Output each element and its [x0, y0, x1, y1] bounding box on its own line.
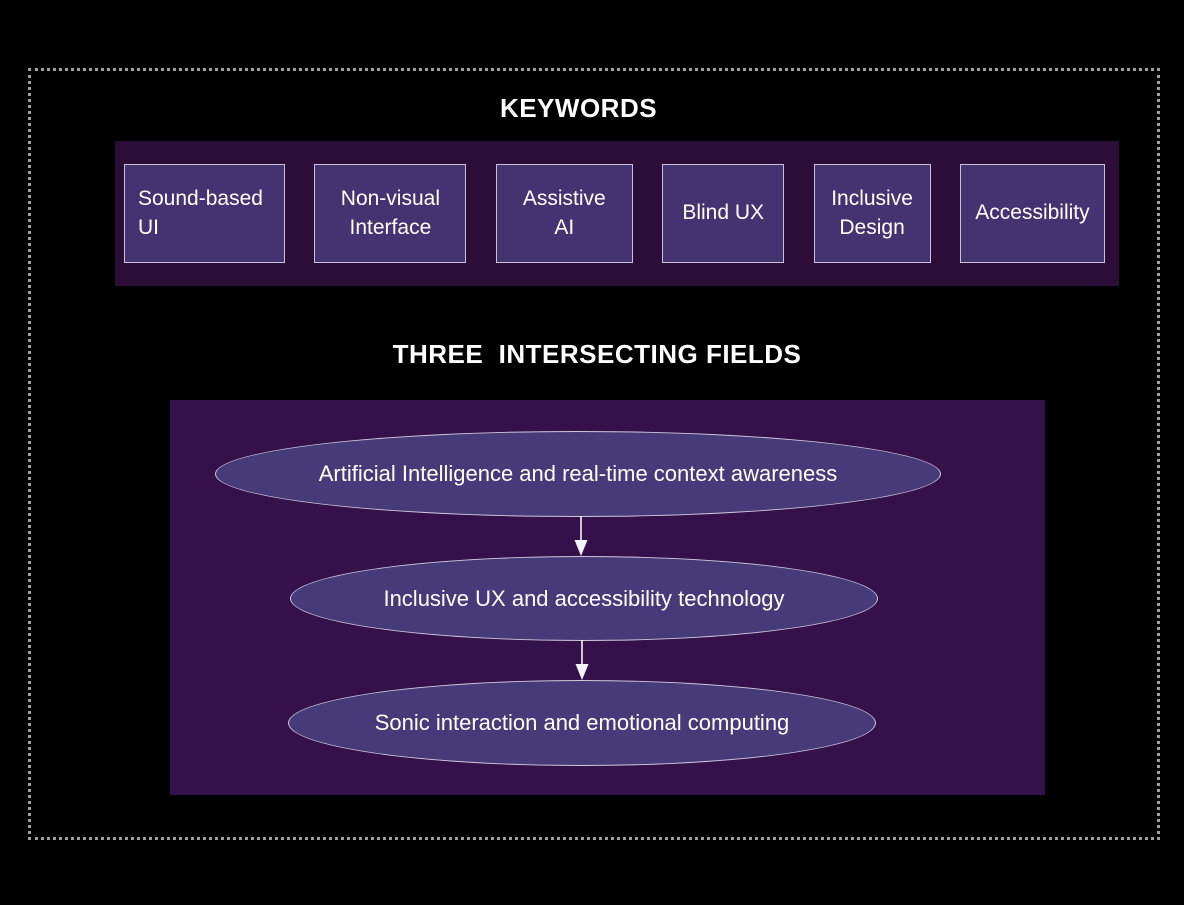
keyword-label: Blind UX [682, 201, 765, 225]
field-ellipse-inclusive-ux: Inclusive UX and accessibility technolog… [290, 556, 878, 641]
field-ellipse-ai-context: Artificial Intelligence and real-time co… [215, 431, 941, 517]
keyword-box-blind-ux: Blind UX [662, 164, 785, 263]
keywords-bar: Sound-based UI Non-visual Interface Assi… [115, 141, 1119, 286]
field-label: Artificial Intelligence and real-time co… [318, 461, 838, 486]
down-arrow-icon [574, 516, 588, 556]
down-arrow-icon [575, 640, 589, 680]
field-label: Inclusive UX and accessibility technolog… [383, 585, 785, 611]
keyword-box-non-visual-interface: Non-visual Interface [314, 164, 467, 263]
keyword-box-inclusive-design: Inclusive Design [813, 164, 931, 263]
fields-panel: Artificial Intelligence and real-time co… [170, 400, 1045, 795]
field-ellipse-sonic-interaction: Sonic interaction and emotional computin… [288, 680, 876, 766]
field-label: Sonic interaction and emotional computin… [374, 710, 790, 735]
keyword-label: Inclusive Design [831, 187, 913, 239]
keyword-box-accessibility: Accessibility [959, 164, 1105, 263]
keyword-label: Accessibility [975, 201, 1090, 225]
dotted-frame: KEYWORDS Sound-based UI Non-visual Inter… [28, 68, 1160, 840]
keyword-box-sound-based-ui: Sound-based UI [124, 164, 285, 263]
keyword-label: Sound-based UI [138, 187, 263, 239]
keywords-title: KEYWORDS [499, 93, 658, 123]
keyword-label: Non-visual Interface [340, 187, 440, 239]
keyword-label: Assistive AI [522, 187, 606, 239]
keyword-box-assistive-ai: Assistive AI [495, 164, 633, 263]
fields-title: THREE INTERSECTING FIELDS [392, 339, 802, 369]
